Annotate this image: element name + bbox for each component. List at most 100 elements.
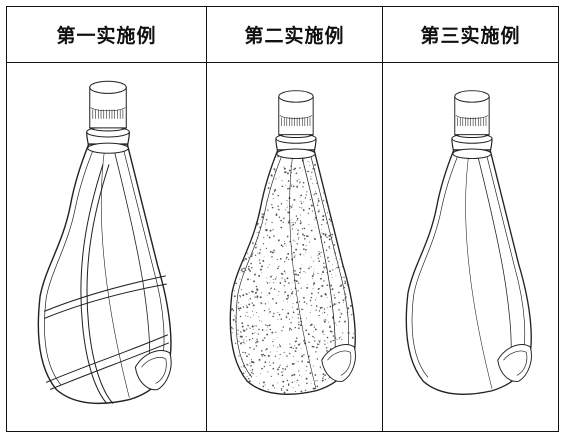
speckle-dot bbox=[263, 255, 264, 257]
speckle-dot bbox=[345, 197, 347, 199]
speckle-dot bbox=[277, 194, 279, 197]
speckle-dot bbox=[281, 185, 283, 188]
speckle-dot bbox=[241, 379, 243, 382]
speckle-dot bbox=[259, 170, 261, 172]
speckle-dot bbox=[251, 163, 252, 165]
speckle-dot bbox=[228, 303, 229, 304]
speckle-dot bbox=[232, 179, 235, 182]
bottle-cap-band bbox=[90, 107, 125, 111]
speckle-dot bbox=[310, 382, 312, 384]
speckle-dot bbox=[279, 258, 282, 260]
speckle-dot bbox=[320, 368, 321, 370]
speckle-dot bbox=[312, 284, 314, 286]
speckle-dot bbox=[228, 161, 230, 163]
speckle-dot bbox=[233, 240, 235, 243]
speckle-dot bbox=[246, 186, 248, 188]
speckle-dot bbox=[230, 282, 232, 284]
speckle-dot bbox=[304, 244, 306, 246]
speckle-dot bbox=[338, 320, 340, 322]
speckle-dot bbox=[290, 292, 293, 295]
speckle-dot bbox=[231, 196, 234, 199]
speckle-dot bbox=[315, 380, 318, 382]
speckle-dot bbox=[254, 205, 256, 208]
speckle-dot bbox=[297, 282, 299, 284]
speckle-dot bbox=[228, 260, 229, 261]
speckle-dot bbox=[251, 310, 253, 312]
speckle-dot bbox=[330, 330, 333, 333]
speckle-dot bbox=[289, 207, 291, 209]
speckle-dot bbox=[234, 282, 237, 285]
speckle-dot bbox=[295, 219, 298, 221]
speckle-dot bbox=[266, 234, 268, 237]
speckle-dot bbox=[256, 396, 257, 397]
speckle-dot bbox=[323, 374, 326, 376]
speckle-dot bbox=[336, 231, 339, 233]
speckle-dot bbox=[292, 223, 294, 226]
speckle-dot bbox=[238, 355, 240, 357]
bottle-body-outline bbox=[37, 143, 172, 405]
bottle-body-inner-edge bbox=[43, 148, 94, 386]
speckle-dot bbox=[284, 209, 286, 211]
speckle-dot bbox=[280, 330, 282, 332]
speckle-dot bbox=[311, 275, 314, 278]
speckle-dot bbox=[324, 292, 326, 295]
speckle-dot bbox=[254, 291, 257, 294]
speckle-dot bbox=[312, 273, 314, 275]
speckle-dot bbox=[250, 166, 251, 168]
header-label: 第三实施例 bbox=[420, 25, 521, 47]
speckle-dot bbox=[246, 252, 248, 254]
speckle-dot bbox=[237, 307, 239, 310]
speckle-dot bbox=[227, 392, 229, 394]
speckle-dot bbox=[258, 190, 260, 192]
speckle-dot bbox=[240, 358, 243, 360]
speckle-dot bbox=[283, 280, 286, 283]
speckle-dot bbox=[234, 389, 236, 391]
speckle-dot bbox=[240, 335, 243, 338]
speckle-dot bbox=[286, 379, 288, 382]
speckle-dot bbox=[263, 361, 266, 364]
speckle-dot bbox=[261, 215, 263, 217]
speckle-dot bbox=[270, 331, 273, 334]
speckle-dot bbox=[343, 293, 346, 295]
speckle-dot bbox=[337, 266, 340, 269]
speckle-dot bbox=[297, 361, 299, 363]
speckle-dot bbox=[336, 339, 338, 340]
speckle-dot bbox=[292, 310, 294, 312]
speckle-dot bbox=[261, 329, 263, 331]
speckle-dot bbox=[317, 339, 319, 341]
speckle-dot bbox=[236, 150, 238, 152]
speckle-dot bbox=[261, 150, 263, 153]
speckle-dot bbox=[296, 243, 298, 245]
speckle-dot bbox=[274, 156, 276, 159]
speckle-dot bbox=[297, 238, 299, 240]
speckle-dot bbox=[297, 179, 299, 181]
speckle-dot bbox=[263, 365, 265, 368]
speckle-dot bbox=[249, 219, 252, 222]
speckle-dot bbox=[236, 258, 238, 261]
speckle-dot bbox=[286, 364, 288, 366]
speckle-dot bbox=[246, 238, 248, 240]
speckle-dot bbox=[267, 163, 270, 166]
speckle-dot bbox=[229, 345, 230, 346]
speckle-dot bbox=[257, 169, 258, 171]
speckle-dot bbox=[333, 297, 336, 299]
bottle-cap-bottom bbox=[278, 134, 313, 138]
speckle-dot bbox=[328, 218, 330, 221]
speckle-dot bbox=[244, 152, 246, 154]
speckle-dot bbox=[281, 374, 283, 377]
speckle-dot bbox=[335, 338, 337, 340]
speckle-dot bbox=[342, 248, 345, 250]
speckle-dot bbox=[275, 213, 277, 215]
speckle-dot bbox=[343, 282, 346, 285]
speckle-dot bbox=[322, 262, 324, 264]
speckle-dot bbox=[283, 291, 286, 293]
speckle-dot bbox=[341, 390, 343, 393]
speckle-dot bbox=[269, 328, 271, 331]
speckle-dot bbox=[248, 163, 250, 165]
speckle-dot bbox=[276, 346, 278, 348]
bottle-body-inner-edge bbox=[122, 148, 164, 370]
speckle-dot bbox=[337, 309, 340, 311]
speckle-dot bbox=[311, 210, 313, 212]
speckle-dot bbox=[229, 233, 231, 235]
speckle-dot bbox=[282, 385, 284, 388]
